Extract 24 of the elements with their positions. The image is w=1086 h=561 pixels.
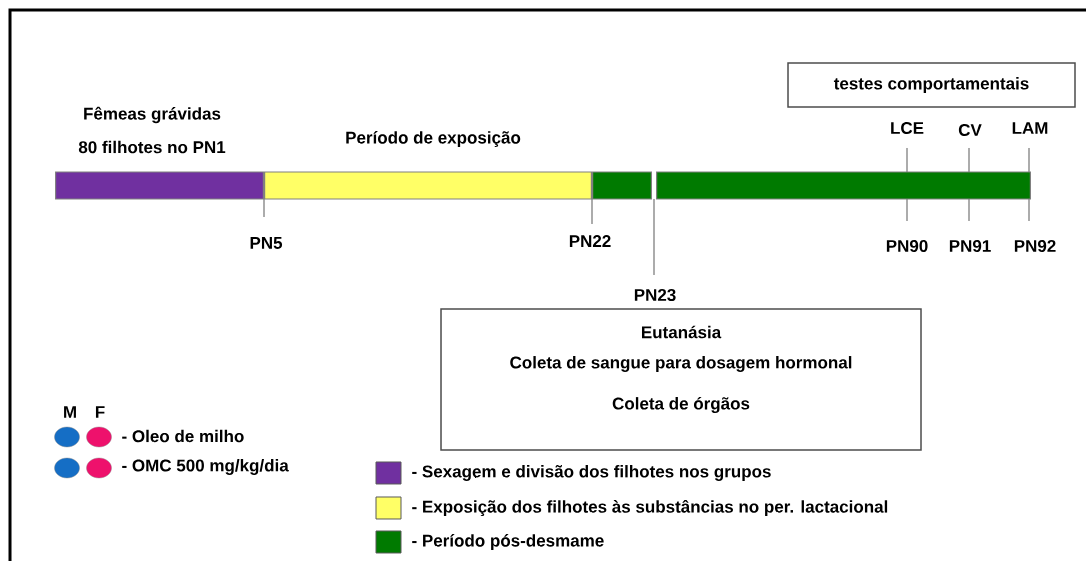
label-text: Período de exposição	[346, 131, 521, 147]
label-text: M	[64, 406, 76, 418]
label-text: PN22	[569, 235, 611, 247]
label-text: LAM	[1012, 122, 1048, 134]
label-text: CV	[958, 123, 982, 136]
label-text: F	[95, 406, 105, 418]
legend-text: - Sexagem e divisão dos filhotes nos grupos	[412, 465, 771, 481]
label-text: PN5	[250, 237, 283, 249]
timeline-bar	[264, 171, 592, 200]
label-text: Fêmeas grávidas	[84, 106, 221, 124]
legend-text: - OMC 500 mg/kg/dia	[122, 459, 289, 475]
label-text: PN90	[886, 239, 928, 252]
timeline-bar	[55, 171, 264, 200]
timeline-bar	[592, 171, 652, 200]
timeline-bar	[656, 171, 1031, 200]
label-box: testes comportamentais	[787, 62, 1076, 108]
info-box: Eutanásia Coleta de sangue para dosagem hormonal Coleta de órgãos	[440, 308, 922, 451]
label-text: 80 filhotes no PN1	[78, 140, 226, 154]
label-text: LCE	[891, 122, 924, 134]
label-text: PN91	[949, 239, 991, 252]
legend-text: - Período pós-desmame	[412, 534, 604, 550]
label-text: PN92	[1014, 239, 1056, 252]
legend-text: - Oleo de milho	[122, 429, 244, 443]
legend-text: - Exposição dos filhotes às substâncias no per. lactacional	[412, 499, 888, 517]
